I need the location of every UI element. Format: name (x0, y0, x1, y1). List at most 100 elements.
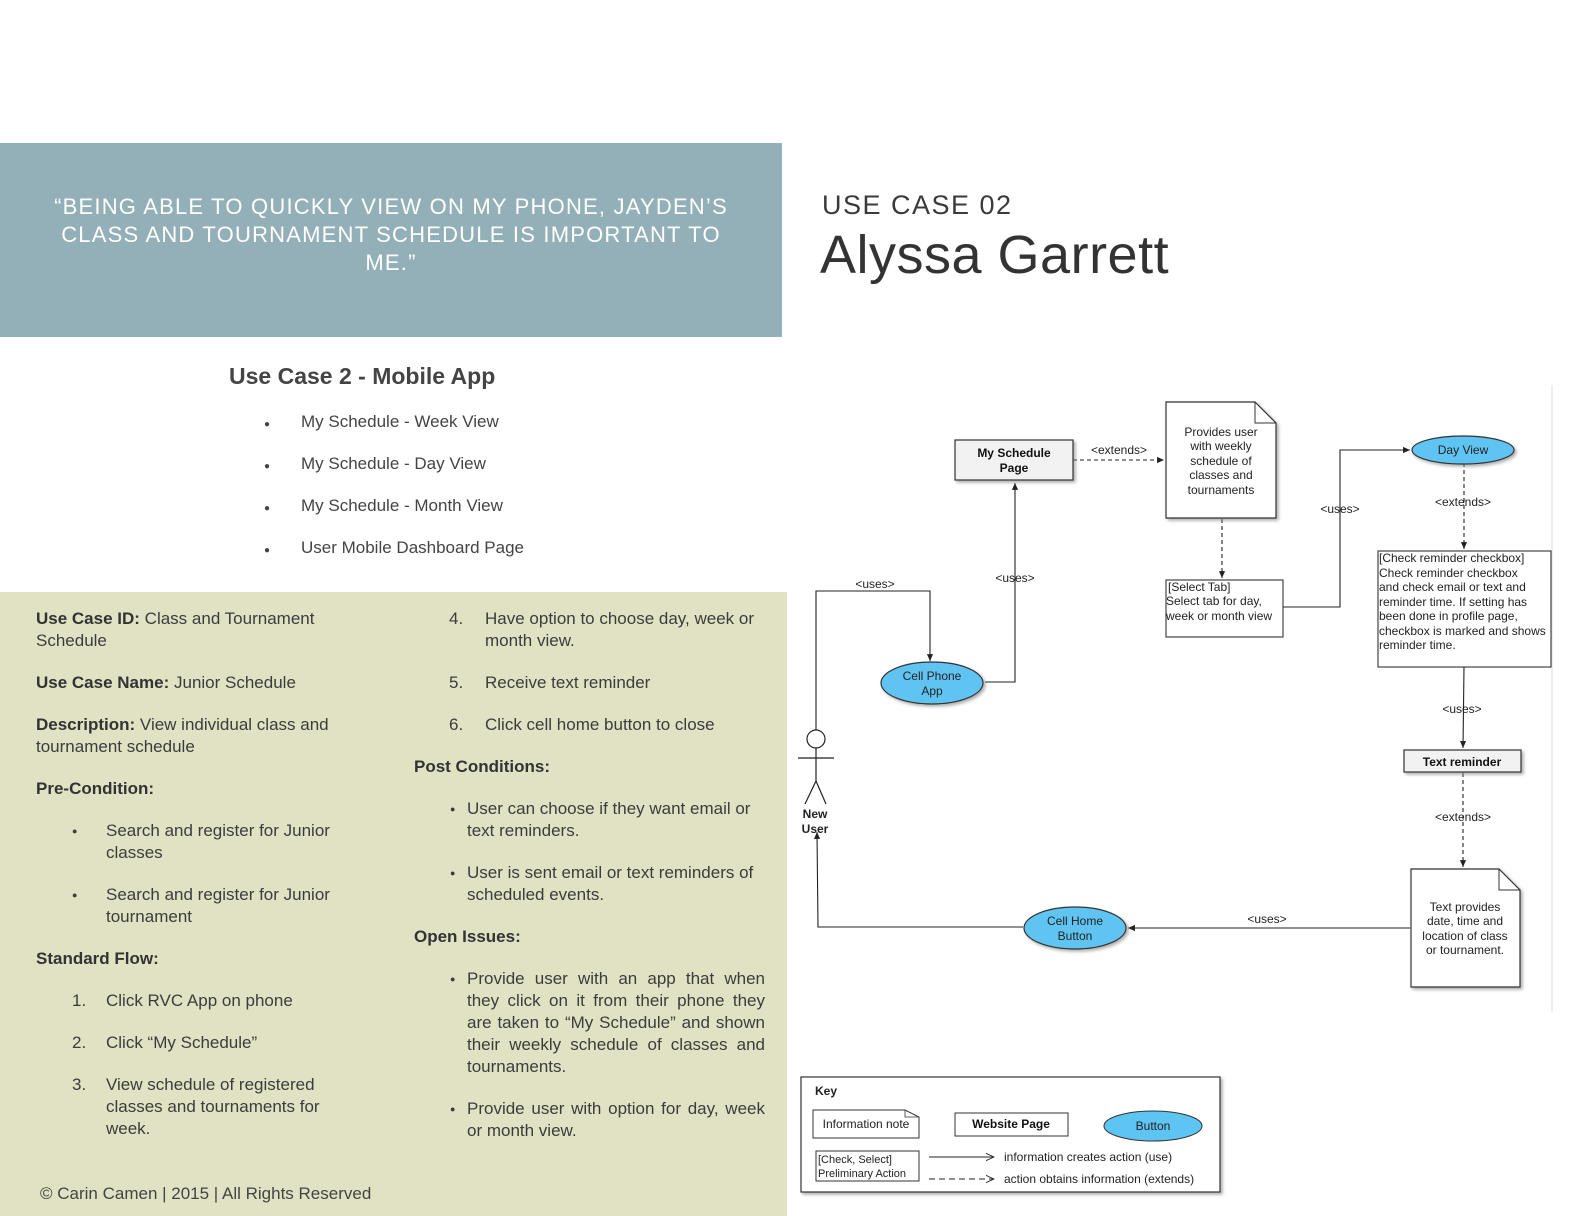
section-title: Use Case 2 - Mobile App (229, 363, 496, 389)
svg-text:schedule of: schedule of (1190, 454, 1252, 468)
pre-condition-heading: Pre-Condition: (36, 779, 155, 798)
check-reminder-action-box (1377, 550, 1552, 668)
uses-label: <uses> (995, 571, 1034, 585)
key-website-page-shape (954, 1112, 1069, 1137)
check-reminder-text: [Check reminder checkbox] Check reminder… (1379, 551, 1546, 652)
list-item: ●User can choose if they want email or t… (450, 799, 751, 840)
text-details-note (1410, 868, 1521, 988)
svg-text:Check reminder checkbox: Check reminder checkbox (1379, 566, 1518, 580)
uses-label: <uses> (1320, 502, 1359, 516)
use-case-name: Use Case Name: Junior Schedule (36, 673, 296, 692)
uses-label: <uses> (1442, 702, 1481, 716)
svg-text:reminder time.: reminder time. (1379, 638, 1456, 652)
spec-panel (0, 592, 787, 1216)
svg-text:checkbox is marked and shows: checkbox is marked and shows (1379, 624, 1546, 638)
cell-phone-app-label: App (921, 684, 943, 698)
actor-label: User (802, 822, 829, 836)
extends-label: <extends> (1091, 443, 1147, 457)
spec-column-right: 4.Have option to choose day, week or mon… (414, 608, 766, 1162)
text-details-note-text: Text provides date, time and location of… (1422, 900, 1507, 957)
persona-quote: “BEING ABLE TO QUICKLY VIEW ON MY PHONE,… (54, 194, 728, 275)
connector-uses (1460, 666, 1467, 749)
my-schedule-page-label: My Schedule (977, 446, 1051, 460)
my-schedule-page-box (954, 439, 1074, 481)
cell-home-button (1023, 906, 1127, 950)
text-reminder-page-box (1403, 749, 1522, 773)
day-view-button (1411, 435, 1515, 465)
key-title: Key (815, 1084, 837, 1098)
svg-text:or tournament.: or tournament. (1426, 943, 1504, 957)
key-info-note-label: Information note (823, 1117, 910, 1131)
svg-text:been done in profile page,: been done in profile page, (1379, 609, 1518, 623)
uses-label: <uses> (855, 577, 894, 591)
list-item: ●My Schedule - Day View (264, 454, 486, 473)
connector-uses (813, 831, 1023, 928)
svg-text:reminder time. If setting has: reminder time. If setting has (1379, 595, 1527, 609)
svg-text:with weekly: with weekly (1189, 439, 1251, 453)
pages-list: ●My Schedule - Week View ●My Schedule - … (264, 412, 524, 580)
copyright-footer: © Carin Camen | 2015 | All Rights Reserv… (40, 1184, 372, 1203)
extends-label: <extends> (1435, 495, 1491, 509)
bullet-icon: ● (450, 804, 456, 814)
bullet-icon: ● (450, 1104, 456, 1114)
key-extends-legend: action obtains information (extends) (1004, 1172, 1194, 1186)
key-prelim-label: [Check, Select] (818, 1154, 892, 1166)
quote-panel: “BEING ABLE TO QUICKLY VIEW ON MY PHONE,… (0, 143, 782, 337)
weekly-schedule-note-text: Provides user with weekly schedule of cl… (1184, 425, 1257, 497)
list-item: ●My Schedule - Week View (264, 412, 499, 431)
use-case-number: USE CASE 02 (822, 190, 1013, 220)
connectors (813, 446, 1468, 932)
select-tab-text: [Select Tab] Select tab for day, week or… (1165, 580, 1272, 623)
svg-text:Text provides: Text provides (1430, 900, 1501, 914)
list-item: 2.Click “My Schedule” (72, 1033, 258, 1052)
svg-text:date, time and: date, time and (1427, 914, 1503, 928)
svg-text:week or month view: week or month view (1165, 609, 1272, 623)
key-button-label: Button (1136, 1119, 1171, 1133)
use-case-description: Description: View individual class and t… (36, 715, 329, 756)
cell-phone-app-label: Cell Phone (903, 669, 962, 683)
my-schedule-page-label: Page (1000, 461, 1029, 475)
key-button-shape (1103, 1110, 1203, 1142)
key-prelim-label: Preliminary Action (818, 1168, 906, 1180)
persona-name: Alyssa Garrett (820, 225, 1170, 285)
svg-text:[Check reminder checkbox]: [Check reminder checkbox] (1379, 551, 1524, 565)
day-view-label: Day View (1438, 443, 1489, 457)
open-issues-heading: Open Issues: (414, 927, 521, 946)
cell-home-label: Button (1058, 929, 1093, 943)
bullet-icon: ● (264, 461, 271, 472)
svg-text:location of class: location of class (1422, 929, 1507, 943)
bullet-icon: ● (264, 545, 271, 556)
key-info-note-shape (812, 1109, 920, 1139)
spec-column-left: Use Case ID: Class and Tournament Schedu… (36, 608, 366, 1160)
cell-phone-app-button (880, 661, 984, 705)
connector-uses (985, 483, 1019, 683)
standard-flow-heading: Standard Flow: (36, 949, 159, 968)
list-item: 6.Click cell home button to close (449, 715, 715, 734)
list-item: ●Search and register for Junior classes (72, 821, 330, 862)
key-prelim-shape (815, 1150, 920, 1182)
list-item: ●Provide user with option for day, week … (450, 1099, 765, 1140)
svg-text:tournaments: tournaments (1188, 483, 1255, 497)
uses-label: <uses> (1247, 912, 1286, 926)
list-item: ●Provide user with an app that when they… (450, 969, 765, 1076)
bullet-icon: ● (450, 868, 456, 878)
svg-text:classes and: classes and (1189, 468, 1252, 482)
list-item: ●My Schedule - Month View (264, 496, 503, 515)
bullet-icon: ● (72, 826, 78, 836)
svg-text:Select tab for day,: Select tab for day, (1166, 594, 1262, 608)
actor-stick-figure (798, 729, 834, 805)
diagram-key: Key Information note Website Page Button… (800, 1076, 1221, 1193)
bullet-icon: ● (264, 503, 271, 514)
cell-home-label: Cell Home (1047, 914, 1103, 928)
connector-uses (815, 590, 934, 730)
list-item: 1.Click RVC App on phone (72, 991, 293, 1010)
bullet-icon: ● (450, 974, 456, 984)
svg-text:and check email or text and: and check email or text and (1379, 580, 1526, 594)
key-website-page-label: Website Page (972, 1117, 1050, 1131)
svg-text:[Select Tab]: [Select Tab] (1168, 580, 1230, 594)
list-item: 3.View schedule of registered classes an… (72, 1075, 320, 1138)
bullet-icon: ● (264, 419, 271, 430)
key-uses-legend: information creates action (use) (1004, 1150, 1172, 1164)
list-item: ●User Mobile Dashboard Page (264, 538, 525, 557)
